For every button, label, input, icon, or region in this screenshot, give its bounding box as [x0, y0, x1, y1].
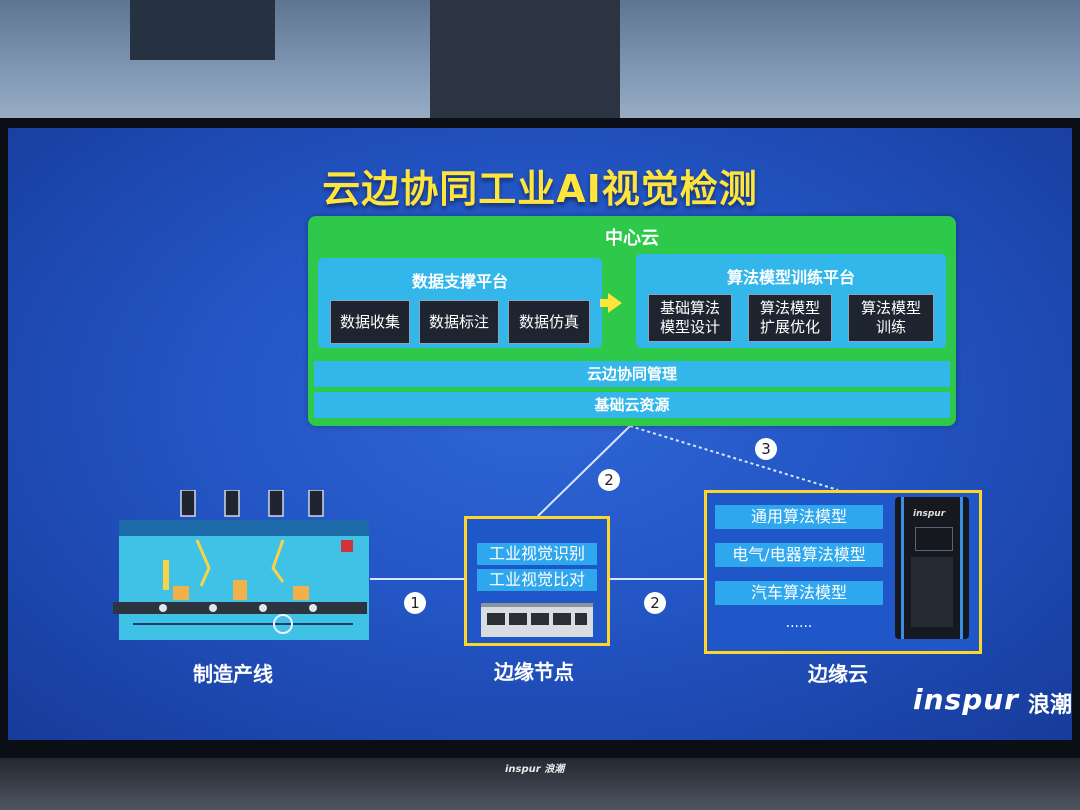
background-structure: [130, 0, 275, 60]
edge-cloud-rack-icon: inspur: [895, 497, 969, 639]
background-pillar: [430, 0, 620, 120]
edge-node-label: 边缘节点: [494, 660, 574, 684]
edge-node-server-icon: [481, 603, 593, 637]
connector-number-1: 1: [404, 592, 426, 614]
edge-node-item-compare: 工业视觉比对: [477, 569, 597, 591]
center-cloud-title: 中心云: [605, 228, 659, 249]
base-cloud-resource-bar: 基础云资源: [314, 392, 950, 418]
flow-arrow-stem: [600, 299, 609, 307]
production-line-illustration: [113, 489, 373, 645]
slide-screen: 云边协同工业AI视觉检测 中心云 数据支撑平台 数据收集 数据标注 数据仿真 算…: [8, 128, 1072, 740]
edge-cloud-item-more: ......: [785, 615, 813, 631]
algo-train-box: 算法模型 训练: [848, 294, 934, 342]
connector-number-2-lower: 2: [644, 592, 666, 614]
edge-cloud-label: 边缘云: [808, 662, 868, 686]
rack-brand: inspur: [913, 509, 946, 519]
algo-design-box: 基础算法 模型设计: [648, 294, 732, 342]
edge-node-frame: 工业视觉识别 工业视觉比对: [464, 516, 610, 646]
edge-cloud-item-auto: 汽车算法模型: [715, 581, 883, 605]
algo-optimize-box: 算法模型 扩展优化: [748, 294, 832, 342]
connector-lines: [370, 425, 839, 580]
edge-cloud-frame: 通用算法模型 电气/电器算法模型 汽车算法模型 ...... inspur: [704, 490, 982, 654]
data-platform-title: 数据支撑平台: [411, 272, 508, 291]
algo-platform-title: 算法模型训练平台: [726, 268, 855, 287]
edge-cloud-item-electric: 电气/电器算法模型: [715, 543, 883, 567]
algo-platform-panel: 算法模型训练平台 基础算法 模型设计 算法模型 扩展优化 算法模型 训练: [636, 254, 946, 348]
cloud-edge-mgmt-bar: 云边协同管理: [314, 361, 950, 387]
data-collect-box: 数据收集: [330, 300, 410, 344]
monitor-logo: inspur 浪潮: [505, 764, 565, 775]
data-label-box: 数据标注: [419, 300, 499, 344]
flow-arrow-icon: [608, 293, 622, 313]
connector-number-3: 3: [755, 438, 777, 460]
connector-number-2-upper: 2: [598, 469, 620, 491]
production-line-label: 制造产线: [193, 662, 273, 686]
center-cloud-panel: 中心云 数据支撑平台 数据收集 数据标注 数据仿真 算法模型训练平台 基础算法 …: [308, 216, 956, 426]
edge-cloud-item-general: 通用算法模型: [715, 505, 883, 529]
data-platform-panel: 数据支撑平台 数据收集 数据标注 数据仿真: [318, 258, 602, 348]
inspur-logo-cn: 浪潮: [1028, 693, 1072, 718]
edge-node-item-recognition: 工业视觉识别: [477, 543, 597, 565]
slide-title: 云边协同工业AI视觉检测: [322, 167, 758, 211]
inspur-logo: inspur: [913, 683, 1019, 716]
monitor-stand-area: [0, 750, 1080, 810]
data-sim-box: 数据仿真: [508, 300, 590, 344]
